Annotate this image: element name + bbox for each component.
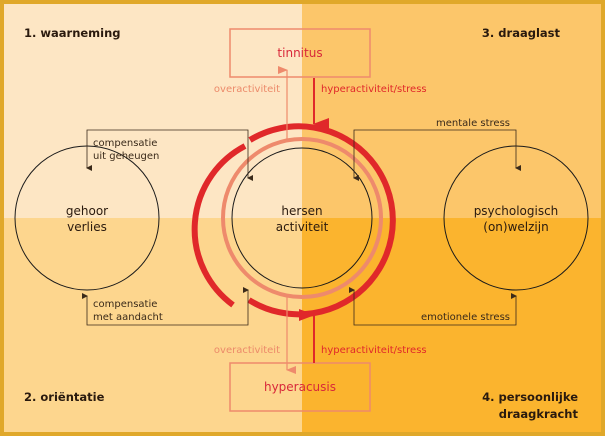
tinnitus-box <box>229 28 371 78</box>
overactivity-bottom-label: overactiviteit <box>214 345 280 356</box>
hyperacusis-label: hyperacusis <box>264 380 336 394</box>
right-label-1: psychologisch <box>474 204 559 218</box>
left-label-2: verlies <box>67 220 107 234</box>
pink-ring <box>221 137 383 299</box>
center-label-2: activiteit <box>276 220 329 234</box>
attention-compensation-arrow <box>82 287 249 326</box>
right-label-2: (on)welzijn <box>483 220 548 234</box>
quadrant-label-orientation: 2. oriëntatie <box>24 390 105 404</box>
mental-stress-label: mentale stress <box>436 118 510 129</box>
memory-compensation-label-2: uit geheugen <box>93 151 159 162</box>
center-label-1: hersen <box>281 204 322 218</box>
quadrant-label-resilience-1: 4. persoonlijke <box>482 390 578 404</box>
quadrant-label-perception: 1. waarneming <box>24 26 121 40</box>
quadrant-label-resilience-2: draagkracht <box>499 407 579 421</box>
left-label-1: gehoor <box>66 204 108 218</box>
hyperactivity-bottom-label: hyperactiviteit/stress <box>321 345 427 356</box>
memory-compensation-arrow <box>86 129 253 181</box>
attention-compensation-label-1: compensatie <box>93 299 157 310</box>
quadrant-label-burden: 3. draaglast <box>482 26 561 40</box>
attention-compensation-label-2: met aandacht <box>93 312 163 323</box>
memory-compensation-label-1: compensatie <box>93 138 157 149</box>
emotional-stress-label: emotionele stress <box>421 312 510 323</box>
emotional-stress-arrow <box>349 287 517 326</box>
overactivity-top-label: overactiviteit <box>214 84 280 95</box>
mental-stress-arrow <box>353 129 521 181</box>
red-ring-left <box>191 143 247 308</box>
brain-activity-circle <box>231 147 373 289</box>
hyperacusis-box <box>229 362 371 412</box>
hyperactivity-top-label: hyperactiviteit/stress <box>321 84 427 95</box>
tinnitus-label: tinnitus <box>277 46 322 60</box>
quadrant-perception <box>4 4 302 218</box>
quadrant-burden <box>302 4 601 218</box>
